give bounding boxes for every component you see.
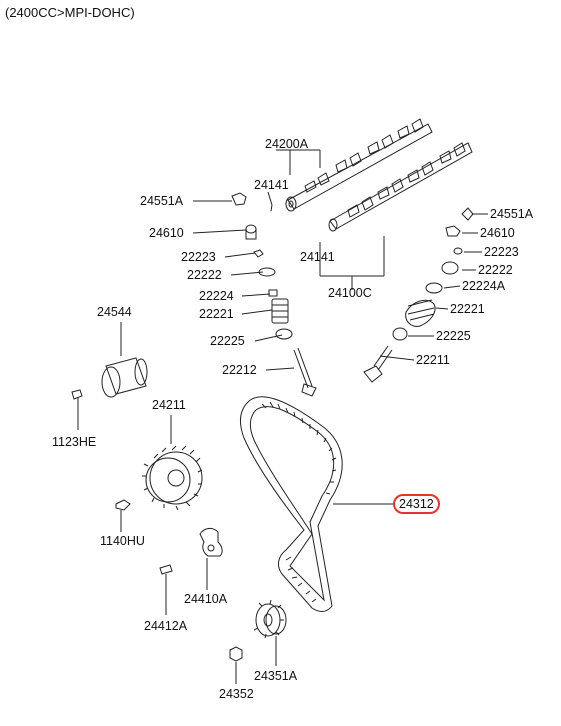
diagram-header: (2400CC>MPI-DOHC) [5,5,135,20]
label-22224A[interactable]: 22224A [462,279,506,293]
label-1140HU[interactable]: 1140HU [100,534,145,548]
label-22212[interactable]: 22212 [222,363,257,377]
sprocket-24211 [142,445,203,511]
timing-belt-24312 [240,396,343,612]
left-valve-parts [231,192,317,397]
label-22224[interactable]: 22224 [199,289,234,303]
label-22211[interactable]: 22211 [416,353,450,367]
bolt-24412A [159,564,173,580]
label-22225-right[interactable]: 22225 [436,329,471,343]
label-24312-highlighted[interactable]: 24312 [393,494,440,514]
label-24200A[interactable]: 24200A [265,137,309,151]
label-22222-right[interactable]: 22222 [478,263,513,277]
label-24352[interactable]: 24352 [219,687,254,701]
label-24351A[interactable]: 24351A [254,669,298,683]
camshaft-24100C [328,142,473,232]
label-24412A[interactable]: 24412A [144,619,188,633]
label-22223-left[interactable]: 22223 [181,250,216,264]
label-24410A[interactable]: 24410A [184,592,228,606]
label-22222-left[interactable]: 22222 [187,268,222,282]
bolt-1123HE [71,389,83,408]
camshaft-24200A [285,118,433,212]
label-24610-right[interactable]: 24610 [480,226,515,240]
part-24544 [101,357,148,398]
label-22225-left[interactable]: 22225 [210,334,245,348]
label-24551A-right[interactable]: 24551A [490,207,534,221]
label-22221-left[interactable]: 22221 [199,307,234,321]
label-24544[interactable]: 24544 [97,305,132,319]
label-24551A-left[interactable]: 24551A [140,194,184,208]
label-24211[interactable]: 24211 [152,398,186,412]
label-1123HE[interactable]: 1123HE [52,435,97,449]
label-24610-left[interactable]: 24610 [149,226,184,240]
right-valve-parts [363,207,474,383]
label-22221-right[interactable]: 22221 [450,302,485,316]
sprocket-24351A [253,599,287,639]
nut-24352 [229,646,243,662]
leader-lines [77,149,488,684]
label-24141-upper[interactable]: 24141 [254,178,289,192]
bracket-24410A [199,527,223,557]
label-24141-lower[interactable]: 24141 [300,250,335,264]
bolt-1140HU [115,499,131,520]
label-22223-right[interactable]: 22223 [484,245,519,259]
label-24100C[interactable]: 24100C [328,286,372,300]
